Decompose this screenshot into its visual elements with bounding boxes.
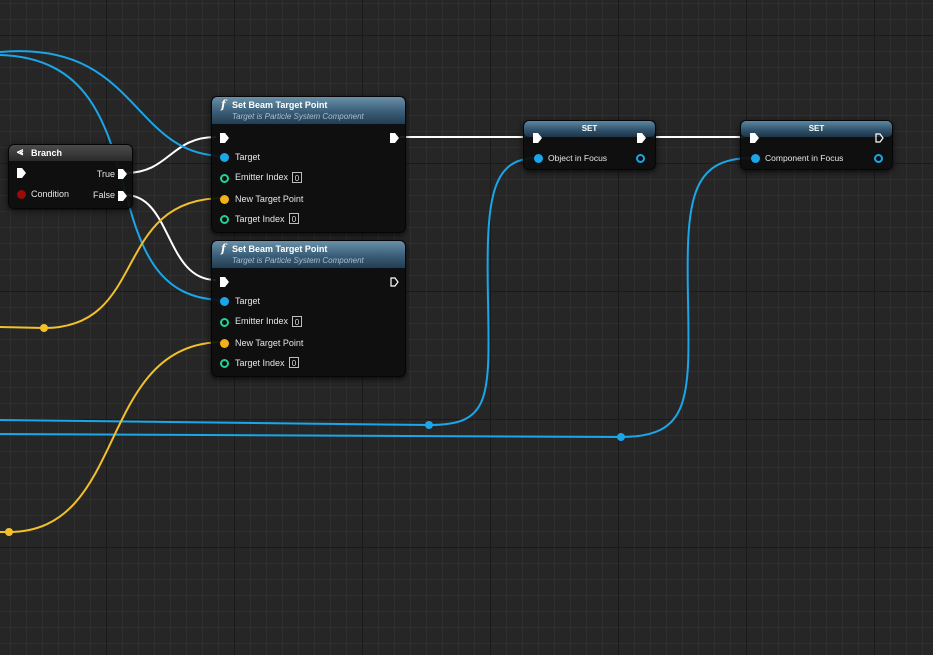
exec-out-pin[interactable] [637, 133, 646, 143]
emitter-index-pin[interactable] [220, 174, 229, 183]
component-in-focus-label: Component in Focus [765, 153, 844, 163]
set-component-in-focus-node[interactable]: SET Component in Focus [740, 120, 893, 170]
branch-icon: ⪡ [17, 146, 24, 158]
set-beam-subtitle-2: Target is Particle System Component [232, 256, 364, 265]
true-label: True [96, 169, 115, 179]
target-index-pin[interactable] [220, 359, 229, 368]
object-wire-focus [0, 157, 538, 427]
exec-out-pin[interactable] [390, 133, 399, 143]
target-label: Target [235, 152, 261, 162]
new-target-point-pin[interactable] [220, 339, 229, 348]
reroute-knot[interactable] [425, 421, 433, 429]
branch-header[interactable]: ⪡ Branch [9, 145, 132, 162]
exec-true-pin[interactable] [118, 169, 127, 179]
function-icon: f [221, 242, 226, 255]
branch-title: Branch [31, 148, 63, 158]
object-in-focus-label: Object in Focus [548, 153, 608, 163]
vector-wire-1 [0, 197, 225, 330]
target-index-pin[interactable] [220, 215, 229, 224]
exec-out-pin[interactable] [390, 277, 399, 287]
object-in-focus-input-pin[interactable] [534, 154, 543, 163]
emitter-index-input[interactable]: 0 [292, 316, 302, 327]
new-target-point-label: New Target Point [235, 194, 304, 204]
target-pin[interactable] [220, 153, 229, 162]
set-beam-target-node-2[interactable]: f Set Beam Target Point Target is Partic… [211, 240, 406, 377]
exec-in-pin[interactable] [533, 133, 542, 143]
component-in-focus-input-pin[interactable] [751, 154, 760, 163]
set-beam-target-node-1[interactable]: f Set Beam Target Point Target is Partic… [211, 96, 406, 233]
emitter-index-label: Emitter Index [235, 316, 289, 326]
exec-in-pin[interactable] [220, 277, 229, 287]
set-beam-title-1: Set Beam Target Point [232, 100, 328, 110]
set-object-in-focus-node[interactable]: SET Object in Focus [523, 120, 656, 170]
set-object-title: SET [581, 124, 598, 133]
emitter-index-input[interactable]: 0 [292, 172, 302, 183]
condition-label: Condition [31, 189, 70, 199]
reroute-knot[interactable] [5, 528, 13, 536]
false-label: False [92, 190, 115, 200]
new-target-point-label: New Target Point [235, 338, 304, 348]
component-in-focus-output-pin[interactable] [874, 154, 883, 163]
set-component-header[interactable]: SET [741, 121, 892, 138]
target-index-label: Target Index [235, 358, 285, 368]
object-in-focus-output-pin[interactable] [636, 154, 645, 163]
vector-wire-2 [0, 341, 225, 533]
exec-in-pin[interactable] [220, 133, 229, 143]
target-index-label: Target Index [235, 214, 285, 224]
condition-pin[interactable] [17, 190, 26, 199]
target-index-input[interactable]: 0 [289, 357, 299, 368]
set-beam-header-1[interactable]: f Set Beam Target Point Target is Partic… [212, 97, 405, 125]
new-target-point-pin[interactable] [220, 195, 229, 204]
object-wire-component [0, 157, 753, 439]
set-beam-header-2[interactable]: f Set Beam Target Point Target is Partic… [212, 241, 405, 269]
target-index-input[interactable]: 0 [289, 213, 299, 224]
exec-in-pin[interactable] [750, 133, 759, 143]
exec-wire-false [124, 194, 217, 281]
exec-wire-true [124, 136, 217, 174]
exec-in-pin[interactable] [17, 168, 26, 178]
target-label: Target [235, 296, 261, 306]
object-wire-target-1 [0, 50, 225, 157]
exec-false-pin[interactable] [118, 191, 127, 201]
function-icon: f [221, 98, 226, 111]
reroute-knot[interactable] [617, 433, 625, 441]
set-beam-subtitle-1: Target is Particle System Component [232, 112, 364, 121]
emitter-index-label: Emitter Index [235, 172, 289, 182]
reroute-knot[interactable] [40, 324, 48, 332]
set-object-header[interactable]: SET [524, 121, 655, 138]
set-beam-title-2: Set Beam Target Point [232, 244, 328, 254]
set-component-title: SET [808, 124, 825, 133]
exec-out-pin[interactable] [875, 133, 884, 143]
emitter-index-pin[interactable] [220, 318, 229, 327]
target-pin[interactable] [220, 297, 229, 306]
branch-node[interactable]: ⪡ Branch True Condition False [8, 144, 133, 209]
